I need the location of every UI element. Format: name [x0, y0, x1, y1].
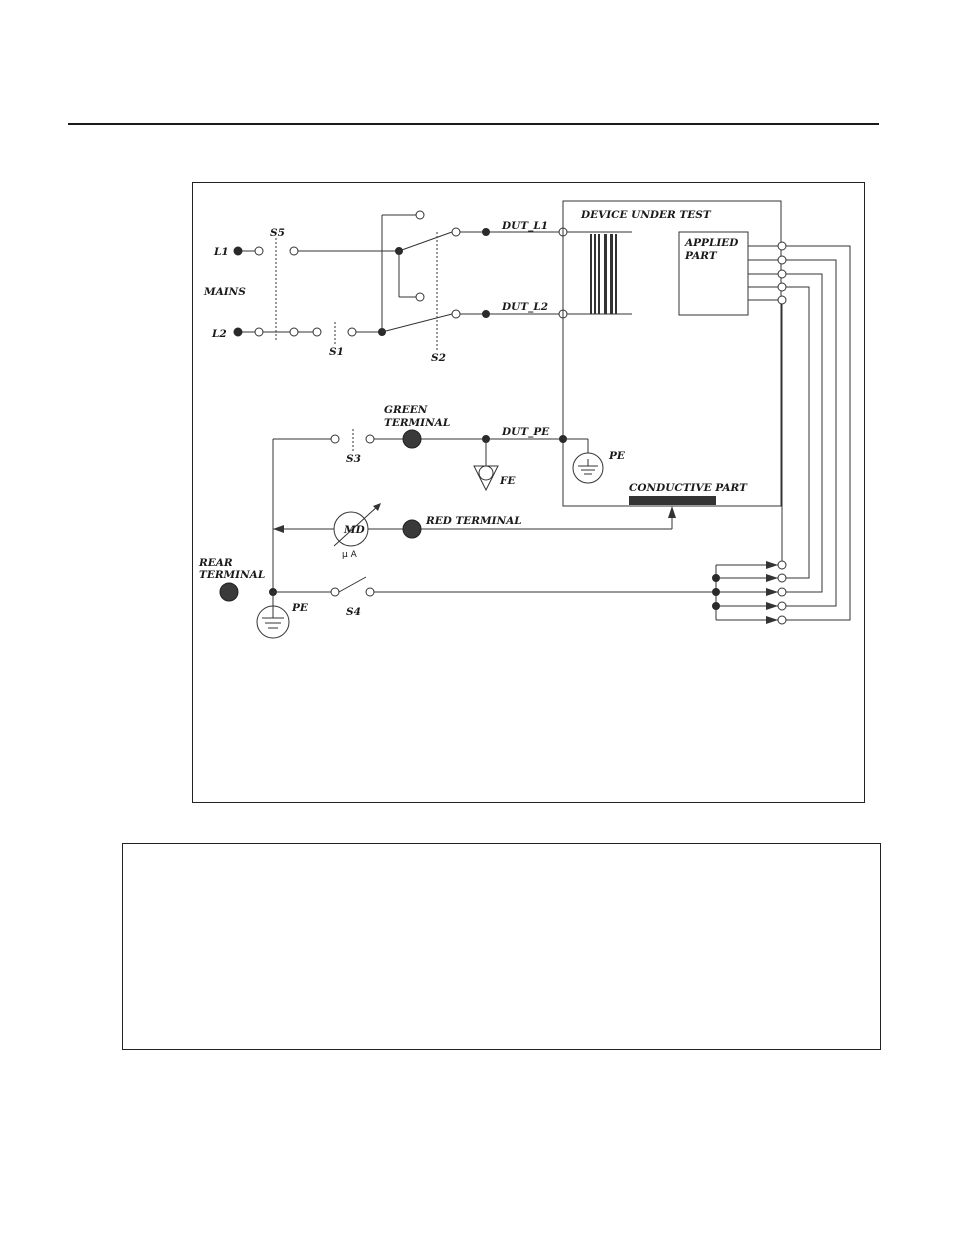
label-rear-terminal-2: TERMINAL: [199, 569, 265, 581]
label-s1: S1: [329, 346, 344, 358]
applied-part-selector-bank: [712, 560, 787, 625]
conductive-part: [629, 496, 716, 505]
s4-contact-b: [365, 587, 375, 597]
s1-contact-b: [347, 327, 357, 337]
header-rule: [68, 123, 879, 125]
applied-part-leads: [748, 241, 851, 621]
label-micro-amp: μ A: [342, 550, 358, 560]
red-terminal: [402, 519, 422, 539]
label-s3: S3: [346, 453, 361, 465]
label-green-terminal-1: GREEN: [384, 404, 428, 416]
label-red-terminal: RED TERMINAL: [425, 515, 522, 527]
label-conductive-part: CONDUCTIVE PART: [629, 482, 748, 494]
label-s2: S2: [431, 352, 446, 364]
label-rear-terminal-1: REAR: [198, 557, 233, 569]
label-device-under-test: DEVICE UNDER TEST: [580, 209, 712, 221]
label-fe: FE: [499, 475, 516, 487]
transformer: [567, 231, 632, 315]
label-s5: S5: [270, 227, 285, 239]
label-dut-l2: DUT_L2: [501, 301, 548, 314]
label-pe-dut: PE: [608, 450, 626, 462]
label-l1: L1: [213, 246, 229, 258]
s5-contact-a: [254, 246, 264, 256]
label-dut-pe: DUT_PE: [501, 426, 550, 439]
diagram-frame: [192, 182, 865, 803]
label-s4: S4: [346, 606, 361, 618]
label-mains: MAINS: [203, 286, 246, 298]
s1-contact-a: [312, 327, 322, 337]
fe-symbol: [478, 465, 494, 481]
label-l2: L2: [211, 328, 227, 340]
label-applied-part-2: PART: [684, 250, 718, 262]
l2-terminal: [233, 327, 243, 337]
label-pe-rear: PE: [291, 602, 309, 614]
s3-contact-b: [365, 434, 375, 444]
pe-ground-dut: [572, 452, 604, 484]
label-md: MD: [343, 524, 366, 536]
label-dut-l1: DUT_L1: [501, 220, 548, 233]
s2-switch: [381, 210, 461, 350]
s5-contact-b: [289, 246, 299, 256]
caption-box: [122, 843, 881, 1050]
s3-contact-a: [330, 434, 340, 444]
label-green-terminal-2: TERMINAL: [384, 417, 450, 429]
l1-line: [233, 246, 403, 256]
l2-line: [233, 327, 386, 337]
l1-terminal: [233, 246, 243, 256]
green-terminal: [402, 429, 422, 449]
s4-contact-a: [330, 587, 340, 597]
label-applied-part-1: APPLIED: [684, 237, 739, 249]
rear-terminal: [219, 582, 239, 602]
